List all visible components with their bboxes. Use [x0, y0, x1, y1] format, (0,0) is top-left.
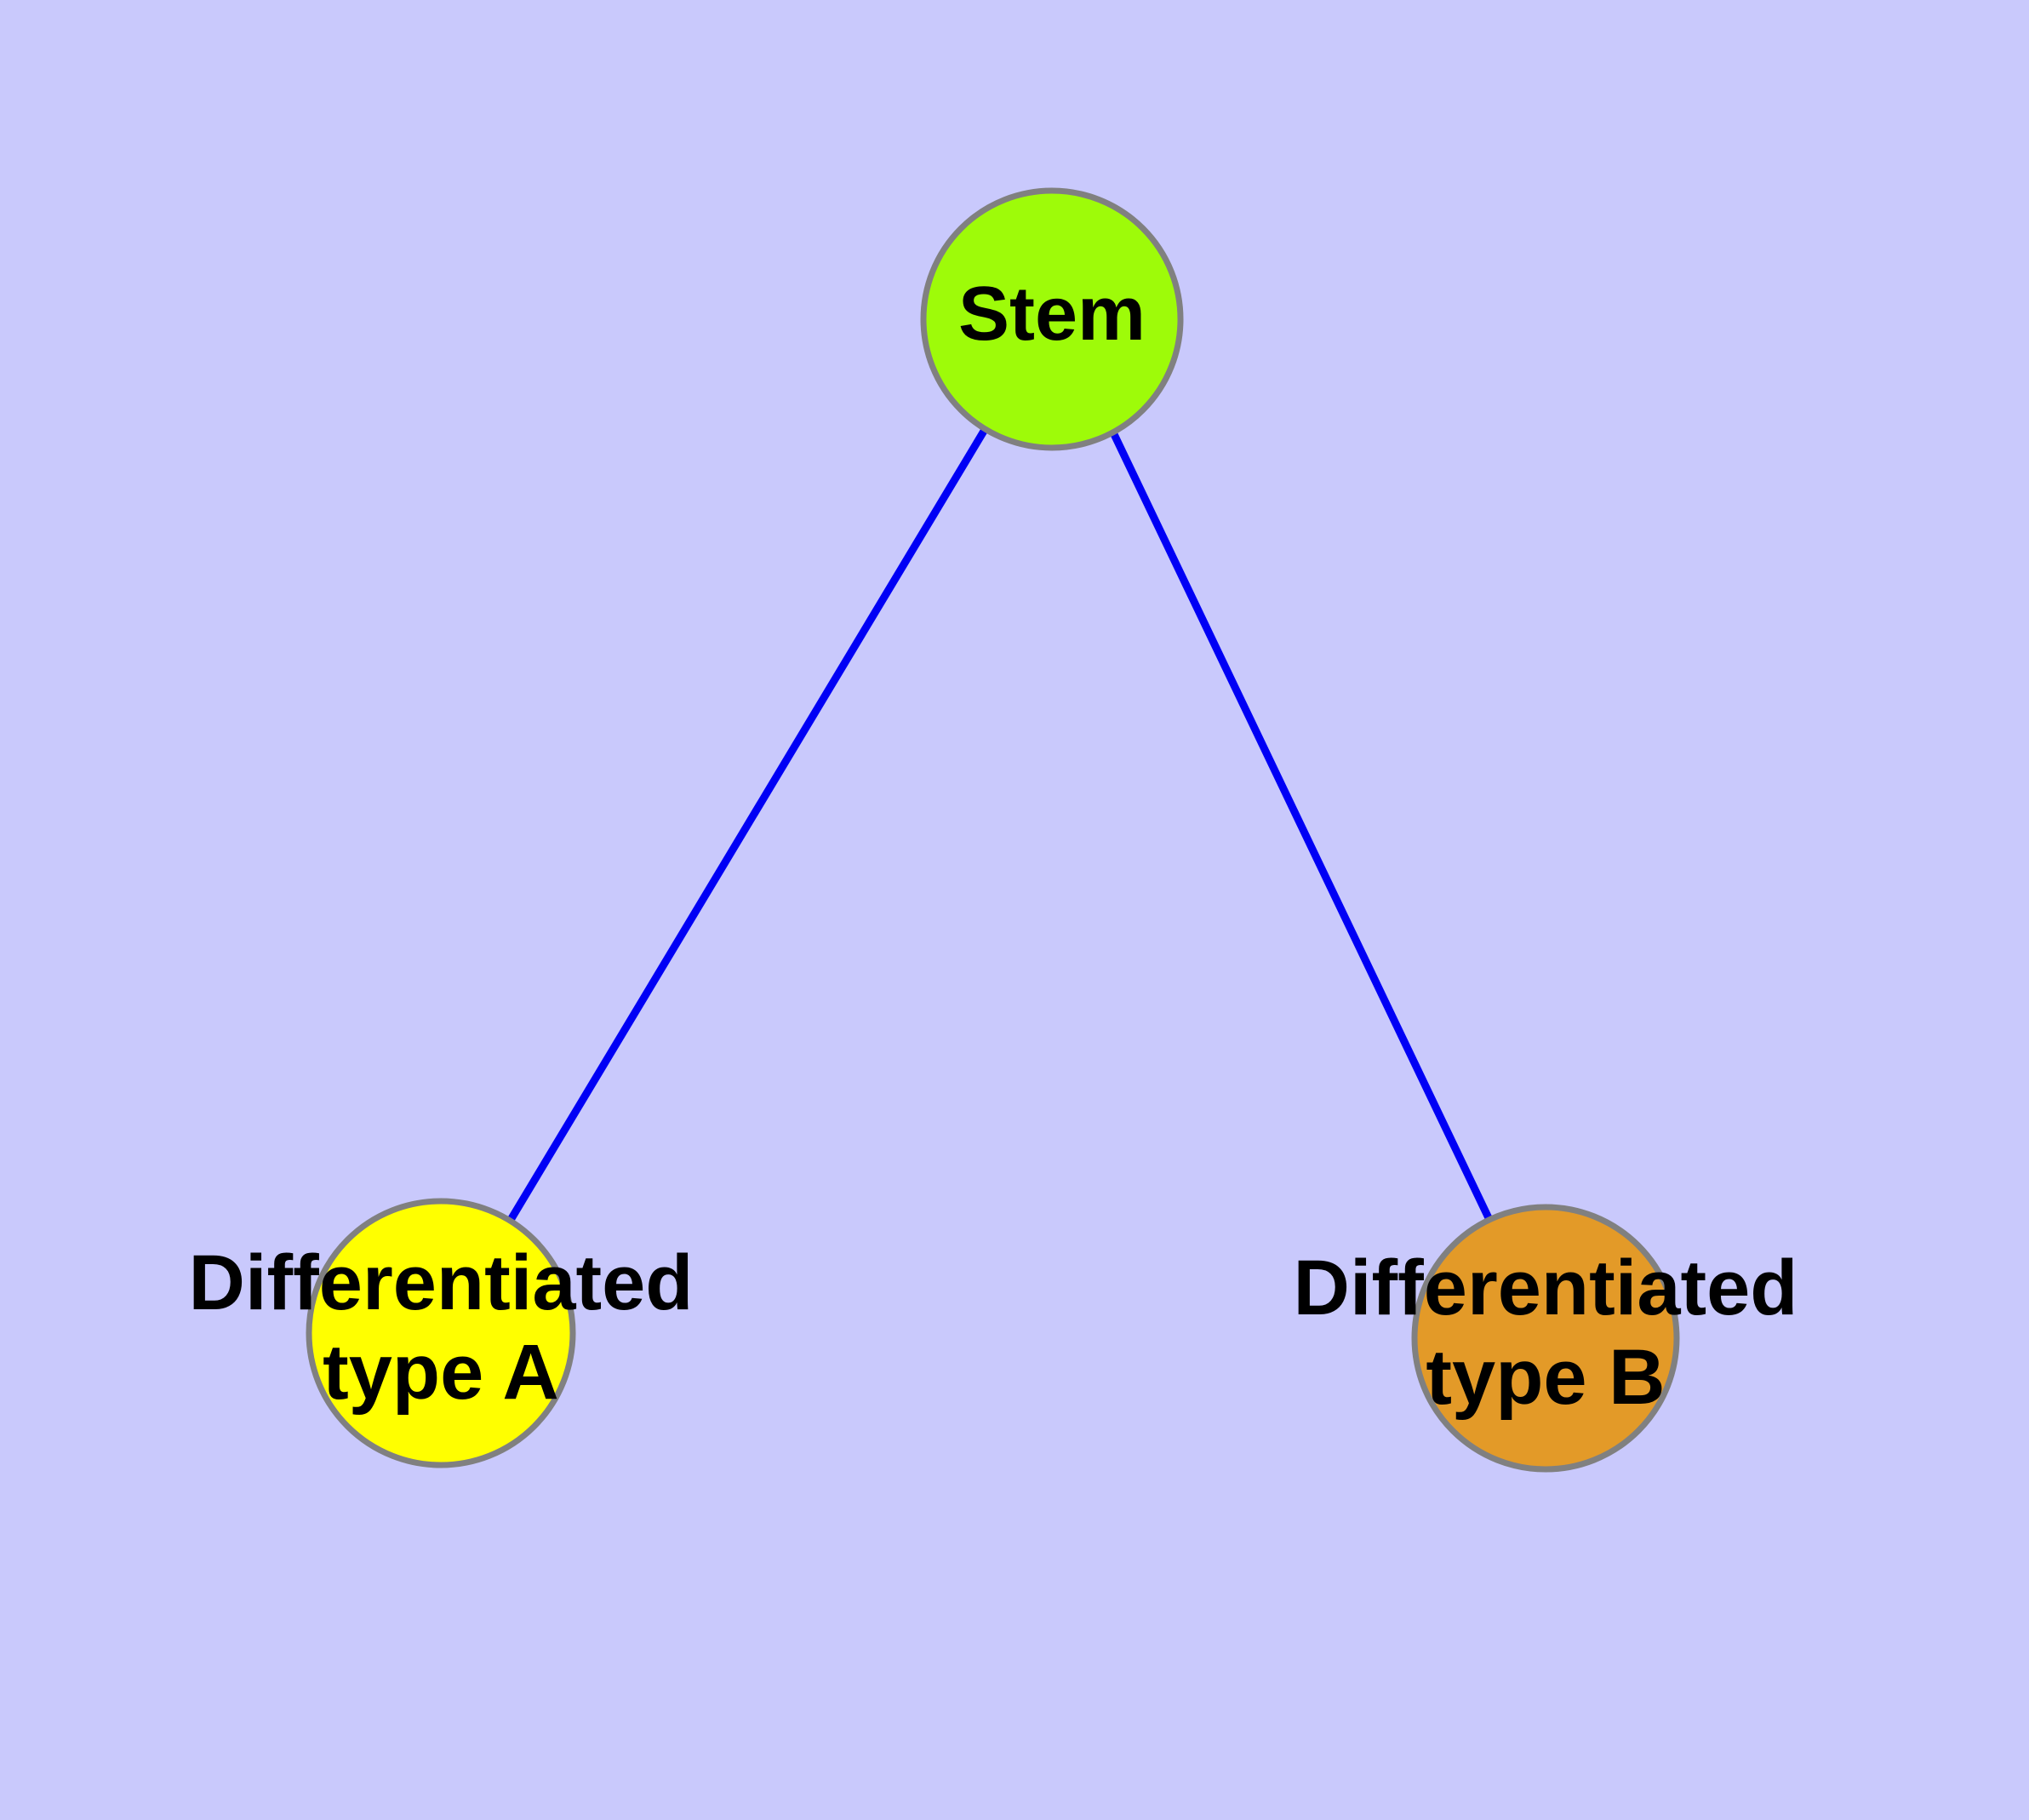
node-label-diff-b-line-2: type B [1426, 1334, 1665, 1421]
node-circle-diff-a[interactable] [306, 1198, 576, 1468]
node-label-stem-line-1: Stem [958, 272, 1146, 357]
node-stem[interactable]: Stem [920, 187, 1184, 451]
node-label-diff-a-line-2: type A [323, 1329, 559, 1416]
edge-stem-diff-a[interactable] [507, 426, 989, 1222]
node-circle-diff-b[interactable] [1411, 1204, 1680, 1473]
node-circle-stem[interactable] [920, 187, 1184, 451]
edges-group [507, 426, 1495, 1225]
node-label-diff-a-line-1: Differentiated [189, 1239, 694, 1326]
node-label-diff-b-line-1: Differentiated [1294, 1245, 1798, 1331]
edge-stem-diff-b[interactable] [1109, 431, 1495, 1225]
